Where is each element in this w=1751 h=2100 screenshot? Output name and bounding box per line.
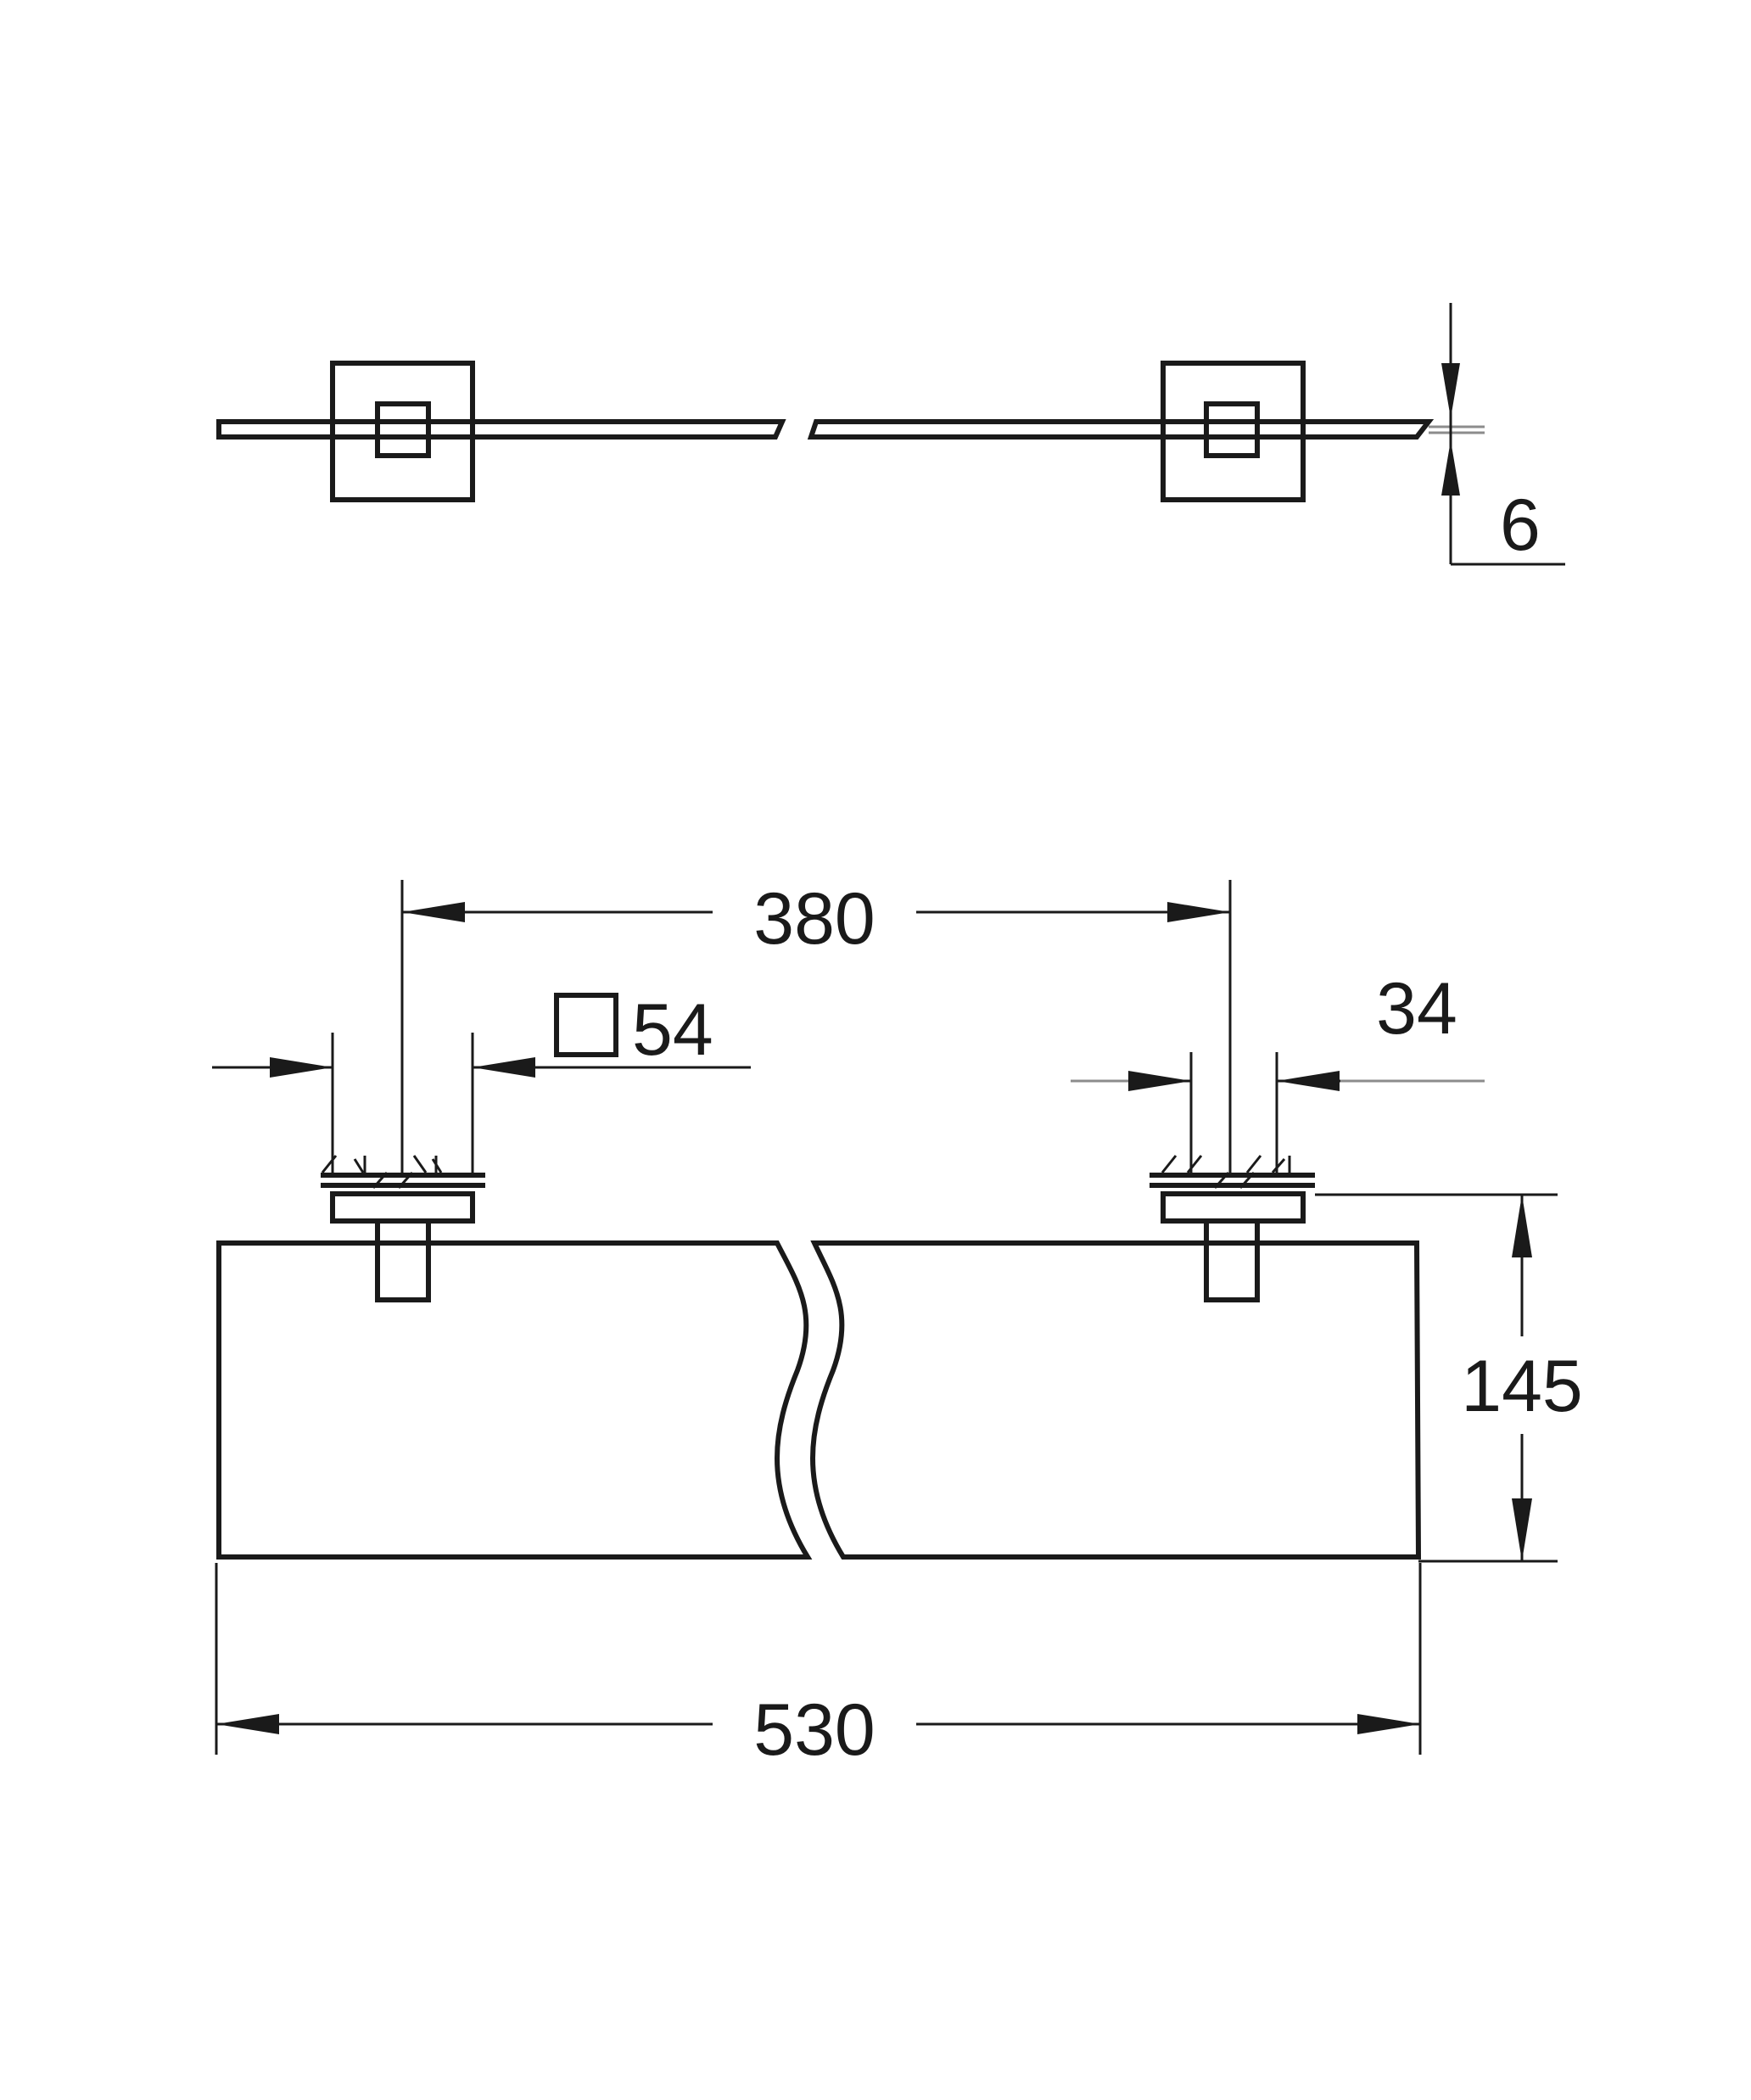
thickness-dimension: 6 [1441,303,1565,566]
mount-width-dimension: 34 [1071,968,1485,1175]
left-rosette-top [330,361,475,502]
shelf-front-left [216,1240,813,1560]
depth-label: 145 [1461,1346,1583,1427]
left-mount [321,1155,485,1302]
rosette-size-dimension: 54 [212,989,751,1175]
mount-spacing-dimension: 380 [400,878,1232,1175]
mount-width-label: 34 [1376,968,1457,1050]
left-bracket-top [375,401,431,458]
length-label: 530 [753,1689,876,1771]
right-mount [1150,1155,1315,1302]
front-view [216,1155,1422,1560]
depth-dimension: 145 [1315,1193,1583,1563]
right-bracket-top [1204,401,1260,458]
thickness-label: 6 [1500,484,1541,566]
shelf-front-right [810,1240,1422,1560]
shelf-top-right [807,419,1435,440]
right-rosette-top [1161,361,1306,502]
arrow-down [1441,363,1460,418]
square-outline-icon [554,993,618,1057]
arrow-up [1441,440,1460,496]
mount-spacing-label: 380 [753,878,876,960]
rosette-size-label: 54 [632,989,713,1071]
top-view [216,361,1485,502]
length-dimension: 530 [215,1563,1422,1771]
shelf-top-left [216,419,786,440]
